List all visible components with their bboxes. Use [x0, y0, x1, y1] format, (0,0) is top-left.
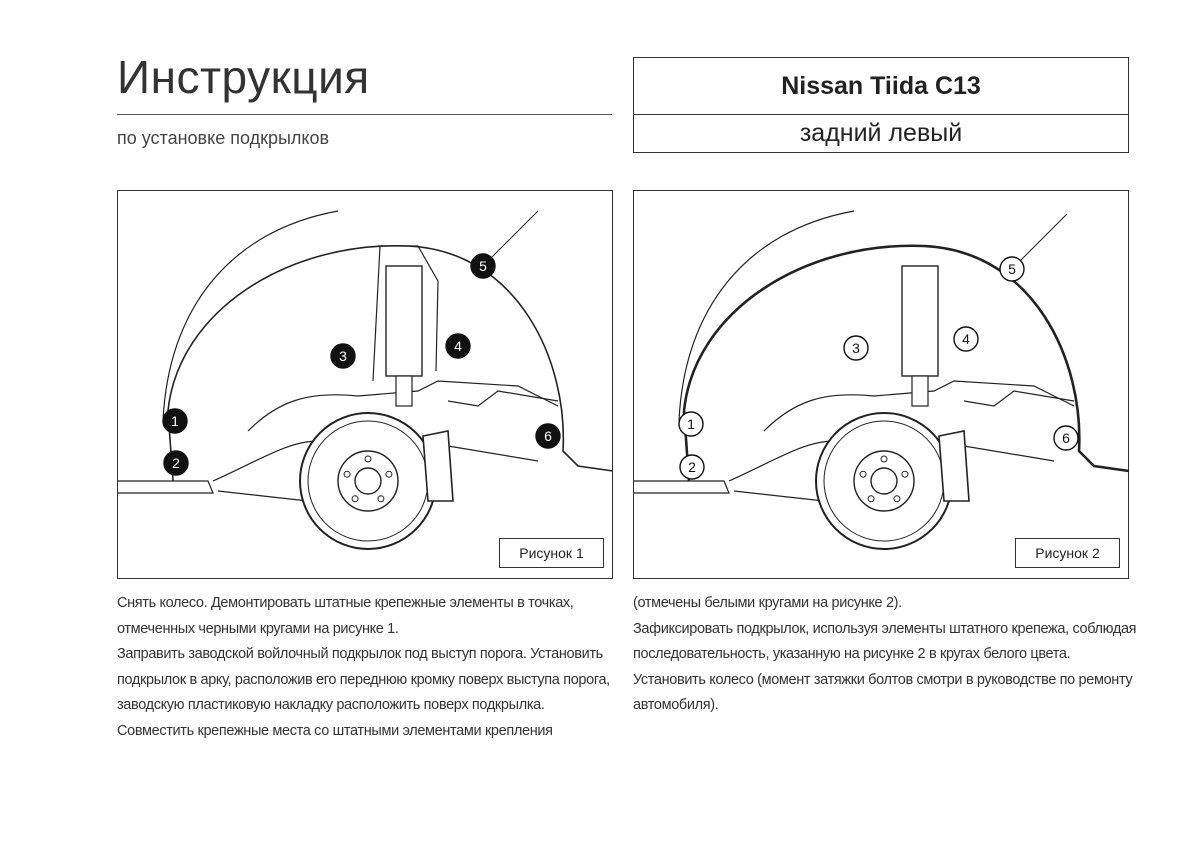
lug-hole: [377, 495, 385, 503]
marker-circle: [843, 335, 869, 361]
shock-tower: [372, 245, 439, 382]
wheel-hub: [337, 450, 399, 512]
wheel-arch-diagram-2: 1 2 3 4 5 6: [634, 210, 1130, 550]
car-model: Nissan Tiida C13: [634, 58, 1128, 115]
hub-center: [870, 467, 898, 495]
lug-hole: [343, 470, 351, 478]
figure-1: 1 2 3 4 5 6 Рисунок 1: [117, 190, 614, 579]
figure-caption: Рисунок 1: [499, 538, 604, 568]
lug-hole: [859, 470, 867, 478]
marker-circle: [1053, 425, 1079, 451]
instructions-left: Снять колесо. Демонтировать штатные креп…: [117, 591, 610, 744]
brake-caliper: [938, 430, 970, 502]
page-subtitle: по установке подкрылков: [117, 128, 330, 148]
fastener-marker: 5: [470, 253, 496, 279]
marker-circle: [535, 423, 561, 449]
marker-number: 1: [687, 416, 695, 432]
marker-circle: [678, 411, 704, 437]
subframe-line: [247, 380, 559, 432]
fastener-marker: 4: [953, 326, 979, 352]
instructions-right: (отмечены белыми кругами на рисунке 2). …: [633, 591, 1137, 719]
sill-line: [634, 480, 730, 494]
instruction-line: подкрылок в арку, расположив его передню…: [117, 671, 610, 688]
shock-rod: [911, 375, 929, 407]
figure-caption: Рисунок 2: [1015, 538, 1120, 568]
marker-number: 5: [479, 258, 487, 274]
marker-number: 1: [171, 413, 179, 429]
marker-circle: [163, 450, 189, 476]
instruction-line: Заправить заводской войлочный подкрылок …: [117, 646, 603, 662]
brake-disc: [299, 412, 437, 550]
instruction-line: последовательность, указанную на рисунке…: [633, 646, 1071, 662]
model-info-box: Nissan Tiida C13 задний левый: [633, 57, 1129, 153]
figure-2: 1 2 3 4 5 6 Рисунок 2: [633, 190, 1130, 579]
marker-circle: [470, 253, 496, 279]
sill-line: [118, 480, 214, 494]
marker-number: 4: [962, 331, 970, 347]
instruction-line: Снять колесо. Демонтировать штатные креп…: [117, 595, 574, 611]
fastener-marker: 6: [535, 423, 561, 449]
marker-number: 5: [1008, 261, 1016, 277]
fastener-marker: 2: [163, 450, 189, 476]
marker-number: 2: [688, 459, 696, 475]
instruction-line: заводскую пластиковую накладку расположи…: [117, 697, 545, 713]
fastener-marker: 3: [843, 335, 869, 361]
shock-rod: [395, 375, 413, 407]
body-arch-line: [678, 210, 855, 422]
instruction-line: Установить колесо (момент затяжки болтов…: [633, 671, 1133, 688]
marker-number: 3: [339, 348, 347, 364]
page-title: Инструкция: [117, 51, 370, 103]
body-arch-line: [162, 210, 339, 422]
leader-line: [482, 210, 539, 267]
marker-circle: [330, 343, 356, 369]
marker-circle: [162, 408, 188, 434]
title-divider: [117, 114, 612, 115]
marker-number: 6: [544, 428, 552, 444]
fender-position: задний левый: [799, 119, 963, 147]
shock-absorber: [901, 265, 939, 377]
brake-caliper: [422, 430, 454, 502]
subframe-line: [763, 380, 1075, 432]
fastener-marker: 1: [678, 411, 704, 437]
lug-hole: [901, 470, 909, 478]
leader-line: [1011, 213, 1068, 270]
marker-circle: [445, 333, 471, 359]
marker-number: 4: [454, 338, 462, 354]
lug-hole: [880, 455, 888, 463]
marker-circle: [953, 326, 979, 352]
marker-number: 2: [172, 455, 180, 471]
lug-hole: [867, 495, 875, 503]
marker-number: 6: [1062, 430, 1070, 446]
wheel-arch-diagram-1: 1 2 3 4 5 6: [118, 210, 614, 550]
fastener-marker: 4: [445, 333, 471, 359]
fastener-marker: 6: [1053, 425, 1079, 451]
instruction-line: (отмечены белыми кругами на рисунке 2).: [633, 595, 902, 611]
wheel-hub: [853, 450, 915, 512]
fender-liner-outline: [682, 244, 1130, 482]
marker-number: 3: [852, 340, 860, 356]
hub-center: [354, 467, 382, 495]
lug-hole: [364, 455, 372, 463]
instruction-line: автомобиля).: [633, 697, 719, 713]
instruction-line: Совместить крепежные места со штатными э…: [117, 722, 553, 739]
brake-disc: [815, 412, 953, 550]
lug-hole: [385, 470, 393, 478]
shock-absorber: [385, 265, 423, 377]
fastener-marker: 3: [330, 343, 356, 369]
marker-circle: [999, 256, 1025, 282]
fastener-marker: 1: [162, 408, 188, 434]
lug-hole: [351, 495, 359, 503]
lug-hole: [893, 495, 901, 503]
fastener-marker: 2: [679, 454, 705, 480]
instruction-line: Зафиксировать подкрылок, используя элеме…: [633, 620, 1137, 637]
fastener-marker: 5: [999, 256, 1025, 282]
marker-circle: [679, 454, 705, 480]
instruction-line: отмеченных черными кругами на рисунке 1.: [117, 620, 399, 637]
